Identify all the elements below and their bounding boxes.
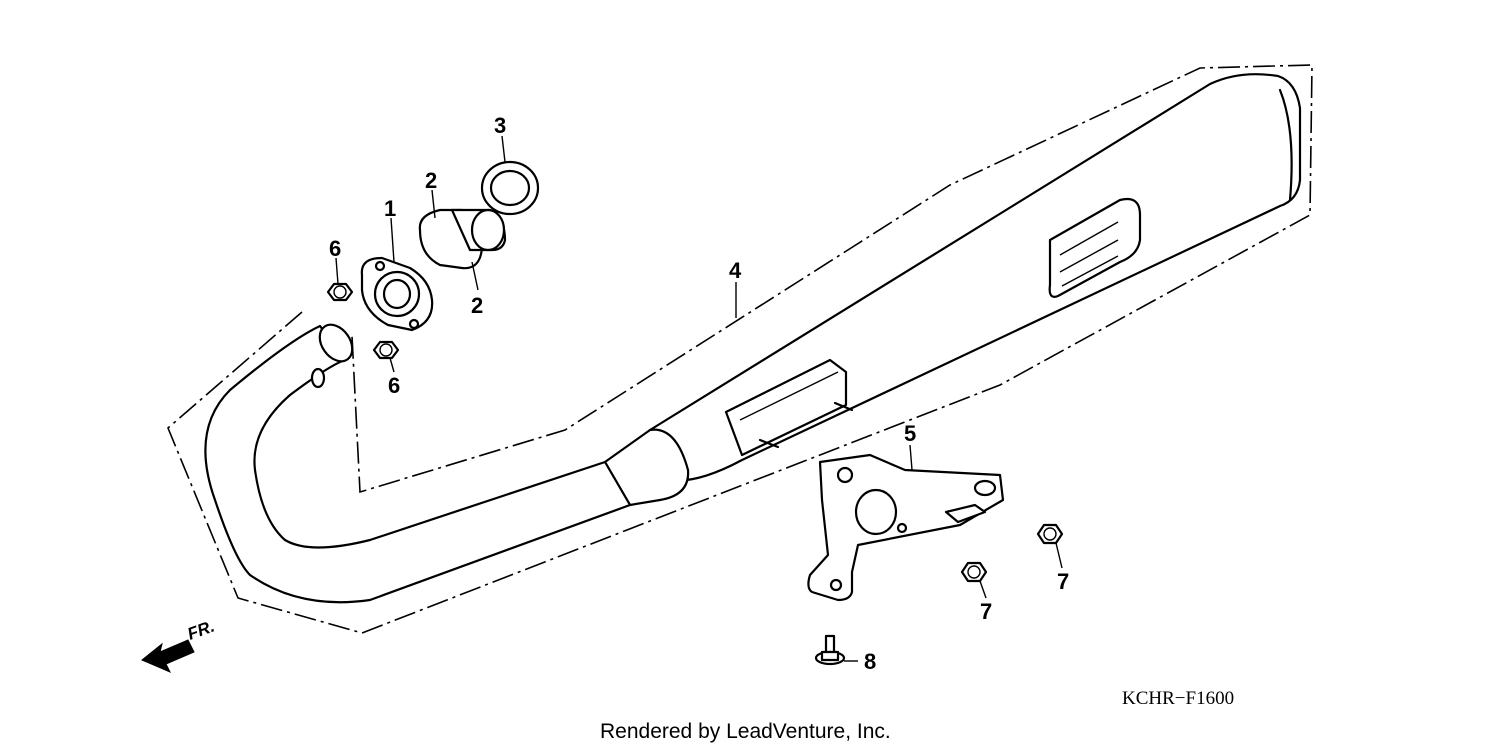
callout-4: 4 (729, 258, 742, 283)
exhaust-flange[interactable] (360, 256, 434, 332)
callout-6-upper: 6 (329, 236, 341, 261)
leader-lines (335, 135, 1063, 662)
callout-8: 8 (864, 649, 876, 674)
callout-3: 3 (494, 113, 506, 138)
diagram-code: KCHR−F1600 (1122, 688, 1234, 709)
flange-nut[interactable] (372, 340, 400, 360)
callout-6-lower: 6 (388, 373, 400, 398)
callout-1: 1 (384, 196, 396, 221)
flange-bolt[interactable] (814, 634, 846, 666)
muffler-assembly[interactable] (204, 73, 1302, 604)
callout-7-left: 7 (980, 599, 992, 624)
assembly-outline (167, 64, 1313, 634)
front-direction-arrow-icon (141, 639, 195, 673)
stay-nut[interactable] (1036, 523, 1064, 545)
exhaust-collar[interactable] (418, 208, 507, 270)
callout-2-lower: 2 (471, 293, 483, 318)
front-direction-label: FR. (185, 617, 217, 644)
callout-5: 5 (904, 421, 916, 446)
render-credit: Rendered by LeadVenture, Inc. (600, 720, 891, 743)
muffler-stay[interactable] (807, 453, 1005, 602)
callout-7-right: 7 (1057, 569, 1069, 594)
exhaust-gasket[interactable] (480, 160, 540, 216)
flange-nut[interactable] (326, 282, 354, 302)
callout-2-upper: 2 (425, 168, 437, 193)
stay-nut[interactable] (960, 561, 988, 583)
